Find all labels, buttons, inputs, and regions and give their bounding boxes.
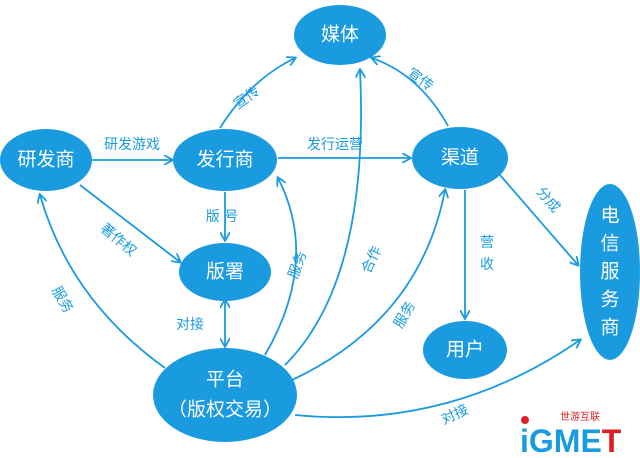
node-telecom: 电 信 服 务 商 — [580, 184, 640, 360]
arrow-channel-media — [372, 58, 449, 127]
edge-label-channel-user: 营 — [480, 235, 494, 251]
arrow-platform-dev — [40, 195, 166, 369]
node-telecom-char: 务 — [600, 289, 619, 311]
edge-label-channel-telecom: 分成 — [533, 184, 563, 216]
arrow-pub-media — [219, 58, 295, 129]
edge-label-platform-dev: 服务 — [48, 284, 76, 316]
logo-brand-text: iGMET — [520, 423, 622, 458]
edge-label-regulator-platform: 对接 — [176, 316, 204, 333]
edge-label-channel-user: 收 — [480, 257, 494, 273]
node-platform: 平台 （版权交易） — [153, 348, 297, 442]
node-user-label: 用户 — [446, 339, 484, 361]
node-telecom-char: 商 — [600, 317, 619, 339]
node-media: 媒体 — [294, 5, 386, 65]
arrow-platform-pub — [264, 178, 298, 356]
edge-label-platform-media: 合作 — [359, 244, 385, 276]
arrow-dev-regulator — [79, 184, 180, 262]
node-channel-label: 渠道 — [441, 147, 479, 169]
node-publisher: 发行商 — [173, 129, 277, 191]
node-channel: 渠道 — [412, 127, 508, 189]
edge-label-pub-media: 宣传 — [231, 83, 263, 112]
edge-label-dev-pub: 研发游戏 — [104, 137, 160, 153]
node-platform-label-1: 平台 — [206, 369, 244, 391]
node-telecom-char: 电 — [600, 205, 619, 227]
arrow-platform-channel — [291, 190, 445, 381]
edge-label-pub-channel: 发行运营 — [307, 137, 363, 153]
node-telecom-char: 服 — [600, 261, 619, 283]
edge-label-platform-telecom: 对接 — [439, 401, 472, 428]
edge-label-platform-pub: 服务 — [286, 249, 311, 281]
node-developer: 研发商 — [0, 129, 92, 191]
node-publisher-label: 发行商 — [196, 149, 253, 171]
logo-chinese-text: 世游互联 — [560, 410, 600, 423]
node-platform-label-2: （版权交易） — [168, 399, 282, 421]
edge-label-channel-media: 宣传 — [404, 65, 436, 94]
node-developer-label: 研发商 — [17, 149, 74, 171]
arrow-channel-telecom — [499, 174, 578, 265]
arrow-platform-telecom — [294, 340, 580, 418]
arrow-platform-media — [284, 70, 361, 366]
edge-label-pub-regulator: 版 号 — [206, 209, 238, 225]
node-regulator: 版署 — [179, 243, 271, 301]
igmet-logo: iGMET 世游互联 — [520, 410, 622, 458]
node-regulator-label: 版署 — [206, 261, 244, 283]
node-media-label: 媒体 — [321, 24, 359, 46]
edge-label-platform-channel: 服务 — [391, 299, 419, 331]
node-user: 用户 — [423, 321, 507, 379]
node-telecom-char: 信 — [600, 233, 619, 255]
